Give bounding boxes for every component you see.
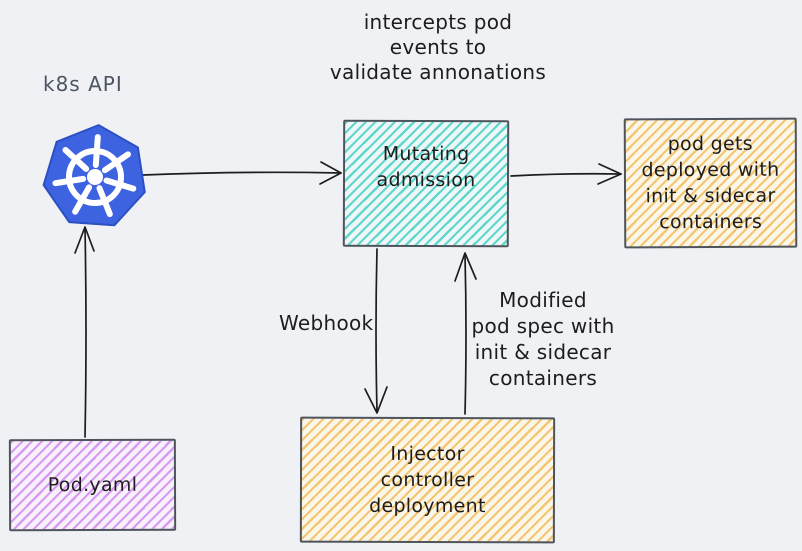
webhook-label: Webhook xyxy=(279,311,374,335)
k8s-api-label: k8s API xyxy=(43,72,123,96)
node-label-line: init & sidecar xyxy=(645,184,776,208)
node-label-line: admission xyxy=(376,168,476,192)
modified-note-line: Modified xyxy=(499,288,587,312)
node-label-line: deployed with xyxy=(641,158,780,182)
arrow-k8s-to-mutating[interactable] xyxy=(142,161,342,185)
modified-pod-spec-note: Modified pod spec with init & sidecar co… xyxy=(462,287,624,391)
node-label-line: Pod.yaml xyxy=(47,473,138,497)
modified-note-line: init & sidecar xyxy=(474,340,612,364)
arrow-podyaml-to-k8s[interactable] xyxy=(74,226,95,438)
node-pod-deployed[interactable]: pod gets deployed with init & sidecar co… xyxy=(623,117,798,249)
kubernetes-logo-icon[interactable] xyxy=(41,122,149,228)
node-label-line: Mutating xyxy=(382,142,470,166)
modified-note-line: containers xyxy=(488,366,598,390)
node-injector-controller[interactable]: Injector controller deployment xyxy=(299,416,556,544)
node-label-line: pod gets xyxy=(667,132,754,156)
node-mutating-admission[interactable]: Mutating admission xyxy=(342,119,510,248)
arrow-webhook-down[interactable] xyxy=(364,248,388,414)
top-note: intercepts pod events to validate annona… xyxy=(328,10,548,85)
top-note-line: events to xyxy=(389,35,487,59)
node-pod-yaml[interactable]: Pod.yaml xyxy=(8,438,177,532)
top-note-line: validate annonations xyxy=(329,60,547,84)
node-label-line: Injector xyxy=(390,442,465,466)
node-label-line: containers xyxy=(659,210,763,234)
arrow-modified-up[interactable] xyxy=(454,252,477,415)
node-label-line: deployment xyxy=(369,494,486,518)
helm-wheel xyxy=(52,134,137,218)
top-note-line: intercepts pod xyxy=(363,10,513,34)
modified-note-line: pod spec with xyxy=(471,314,615,338)
node-label-line: controller xyxy=(380,468,475,492)
arrow-mutating-to-deployed[interactable] xyxy=(510,163,622,185)
